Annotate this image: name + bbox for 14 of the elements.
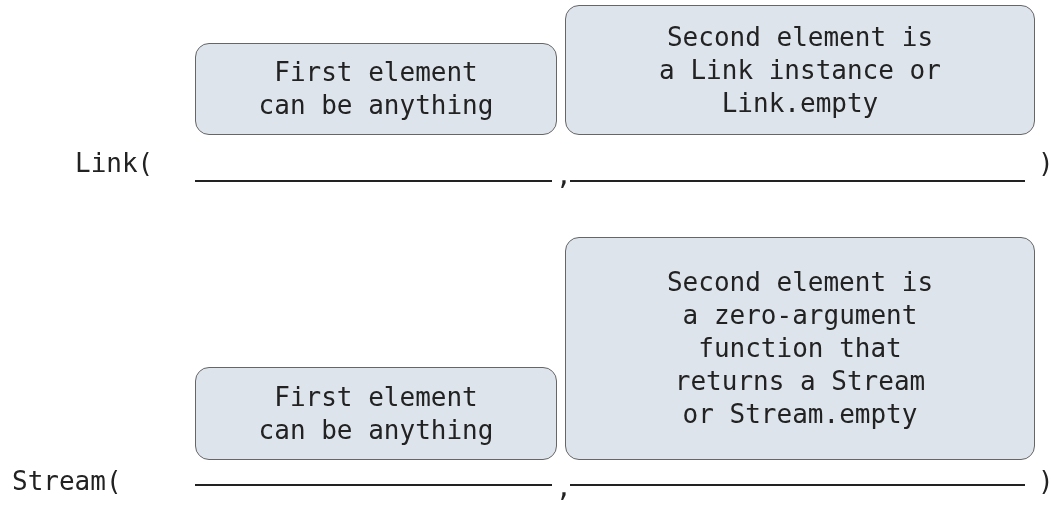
function-name: Stream( <box>12 466 122 496</box>
note-text: Second element is a zero-argument function that returns a Stream or Stream.empty <box>665 266 935 431</box>
note-box <box>195 43 557 135</box>
closing-parenthesis: ) <box>1038 466 1051 496</box>
comma: , <box>556 160 572 190</box>
function-name: Link( <box>75 148 154 178</box>
note-text: First element can be anything <box>257 380 495 447</box>
note-text: First element can be anything <box>257 56 495 122</box>
note-box <box>565 5 1035 135</box>
closing-parenthesis: ) <box>1038 148 1051 178</box>
note-box <box>195 367 557 460</box>
note-box <box>565 237 1035 460</box>
note-text: Second element is a Link instance or Link.empty <box>658 20 942 120</box>
comma: , <box>556 472 572 502</box>
